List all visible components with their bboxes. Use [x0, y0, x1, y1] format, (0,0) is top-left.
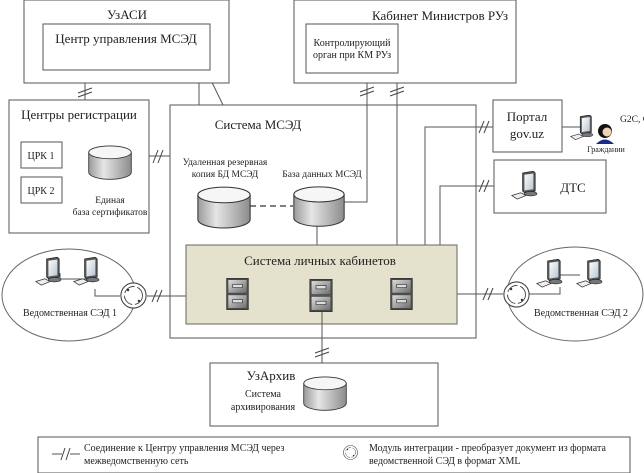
citizens-tag: G2C, G2B	[620, 115, 644, 125]
break-mark-dts	[478, 179, 490, 193]
portal-group: Портал gov.uz G2C, G2B Граждании	[492, 99, 644, 154]
network-break-marks	[77, 86, 494, 358]
break-mark-cabinet-2	[389, 86, 405, 97]
dept-sed1-pc1-icon	[35, 257, 62, 286]
portal-box	[492, 99, 563, 153]
cabinet-ministers-label: Кабинет Министров РУз	[372, 8, 508, 23]
cert-db-line1: Единая	[95, 196, 125, 206]
portal-line2: gov.uz	[510, 126, 544, 141]
archive-db-icon	[303, 376, 347, 411]
controlling-body-line1: Контролирующий	[314, 38, 392, 49]
cabinet-server-center-icon	[309, 279, 333, 312]
legend-integration-line1: Модуль интеграции - преобразует документ…	[369, 443, 606, 454]
dept-sed2-pc2-icon	[576, 259, 603, 288]
connector-portal-personal	[424, 126, 493, 246]
connector-sed1-integration	[94, 289, 120, 297]
controlling-body-box	[305, 23, 399, 74]
backup-db-icon	[197, 186, 251, 229]
integration-module-sed2-icon	[503, 281, 530, 308]
break-mark-cabinet-1	[359, 86, 375, 97]
dept-sed1-group: Ведомственная СЭД 1	[1, 248, 147, 342]
crk1-label: ЦРК 1	[28, 151, 55, 162]
break-mark-sed2	[482, 287, 494, 301]
registration-centers-label: Центры регистрации	[21, 107, 137, 122]
legend: Соединение к Центру управления МСЭД чере…	[37, 436, 631, 473]
integration-module-sed1-icon	[120, 282, 147, 309]
connector-control-msed-db	[344, 73, 368, 203]
uzarchive-group: УзАрхив Система архивирования	[209, 362, 439, 427]
cert-db-icon	[88, 145, 132, 180]
uzasi-group: УзАСИ Центр управления МСЭД	[23, 0, 230, 84]
legend-integration-line2: ведомственной СЭД в формат XML	[369, 456, 521, 467]
msed-db-icon	[293, 186, 345, 227]
integration-module-icon	[343, 445, 358, 460]
uzasi-label: УзАСИ	[107, 7, 147, 22]
dept-sed2-pc1-icon	[536, 259, 563, 288]
break-mark-uzasi	[77, 87, 93, 98]
dept-sed1-ellipse	[1, 248, 137, 342]
break-mark-portal	[478, 120, 490, 134]
control-center-box	[42, 23, 211, 71]
dept-sed2-group: Ведомственная СЭД 2	[503, 246, 644, 342]
cabinet-server-right-icon	[390, 278, 413, 310]
msed-system-label: Система МСЭД	[215, 117, 302, 132]
break-mark-sed1	[151, 289, 163, 303]
msed-system-box	[169, 104, 477, 339]
dts-group: ДТС	[493, 159, 607, 214]
cabinet-ministers-group: Кабинет Министров РУз Контролирующий орг…	[293, 0, 517, 84]
dept-sed1-label: Ведомственная СЭД 1	[23, 308, 117, 319]
legend-connection-line1: Соединение к Центру управления МСЭД чере…	[84, 443, 284, 454]
registration-centers-group: Центры регистрации ЦРК 1 ЦРК 2 Единая ба…	[8, 99, 150, 234]
personal-cabinets-label: Система личных кабинетов	[244, 253, 396, 268]
portal-line1: Портал	[507, 109, 548, 124]
dept-sed2-label: Ведомственная СЭД 2	[534, 308, 628, 319]
msed-system-group: Система МСЭД Удаленная резервная копия Б…	[169, 104, 477, 339]
crk2-label: ЦРК 2	[28, 186, 55, 197]
cabinet-server-left-icon	[226, 278, 249, 310]
break-mark-archive	[314, 347, 330, 358]
dept-sed1-pc2-icon	[73, 257, 100, 286]
citizens-label: Граждании	[587, 145, 625, 154]
legend-connection-line2: межведомственную сеть	[84, 456, 189, 467]
citizen-person-icon	[596, 124, 614, 144]
dts-box	[493, 159, 607, 214]
connector-sed2-integration	[525, 287, 561, 295]
backup-db-line1: Удаленная резервная	[183, 158, 268, 168]
controlling-body-line2: орган при КМ РУз	[313, 50, 391, 61]
dts-label: ДТС	[560, 180, 585, 195]
cert-db-line2: база сертификатов	[73, 207, 148, 218]
crk1-box	[20, 141, 63, 169]
break-line-icon	[52, 447, 80, 461]
archive-system-line1: Система	[245, 389, 282, 400]
crk2-box	[20, 176, 63, 204]
msed-db-label: База данных МСЭД	[282, 170, 362, 180]
uzarchive-label: УзАрхив	[247, 368, 296, 383]
control-center-label: Центр управления МСЭД	[55, 31, 197, 46]
archive-system-line2: архивирования	[231, 402, 296, 413]
connector-dts-personal	[439, 185, 520, 246]
break-mark-registration	[152, 149, 164, 164]
legend-box	[37, 436, 631, 473]
backup-db-line2: копия БД МСЭД	[192, 170, 259, 180]
